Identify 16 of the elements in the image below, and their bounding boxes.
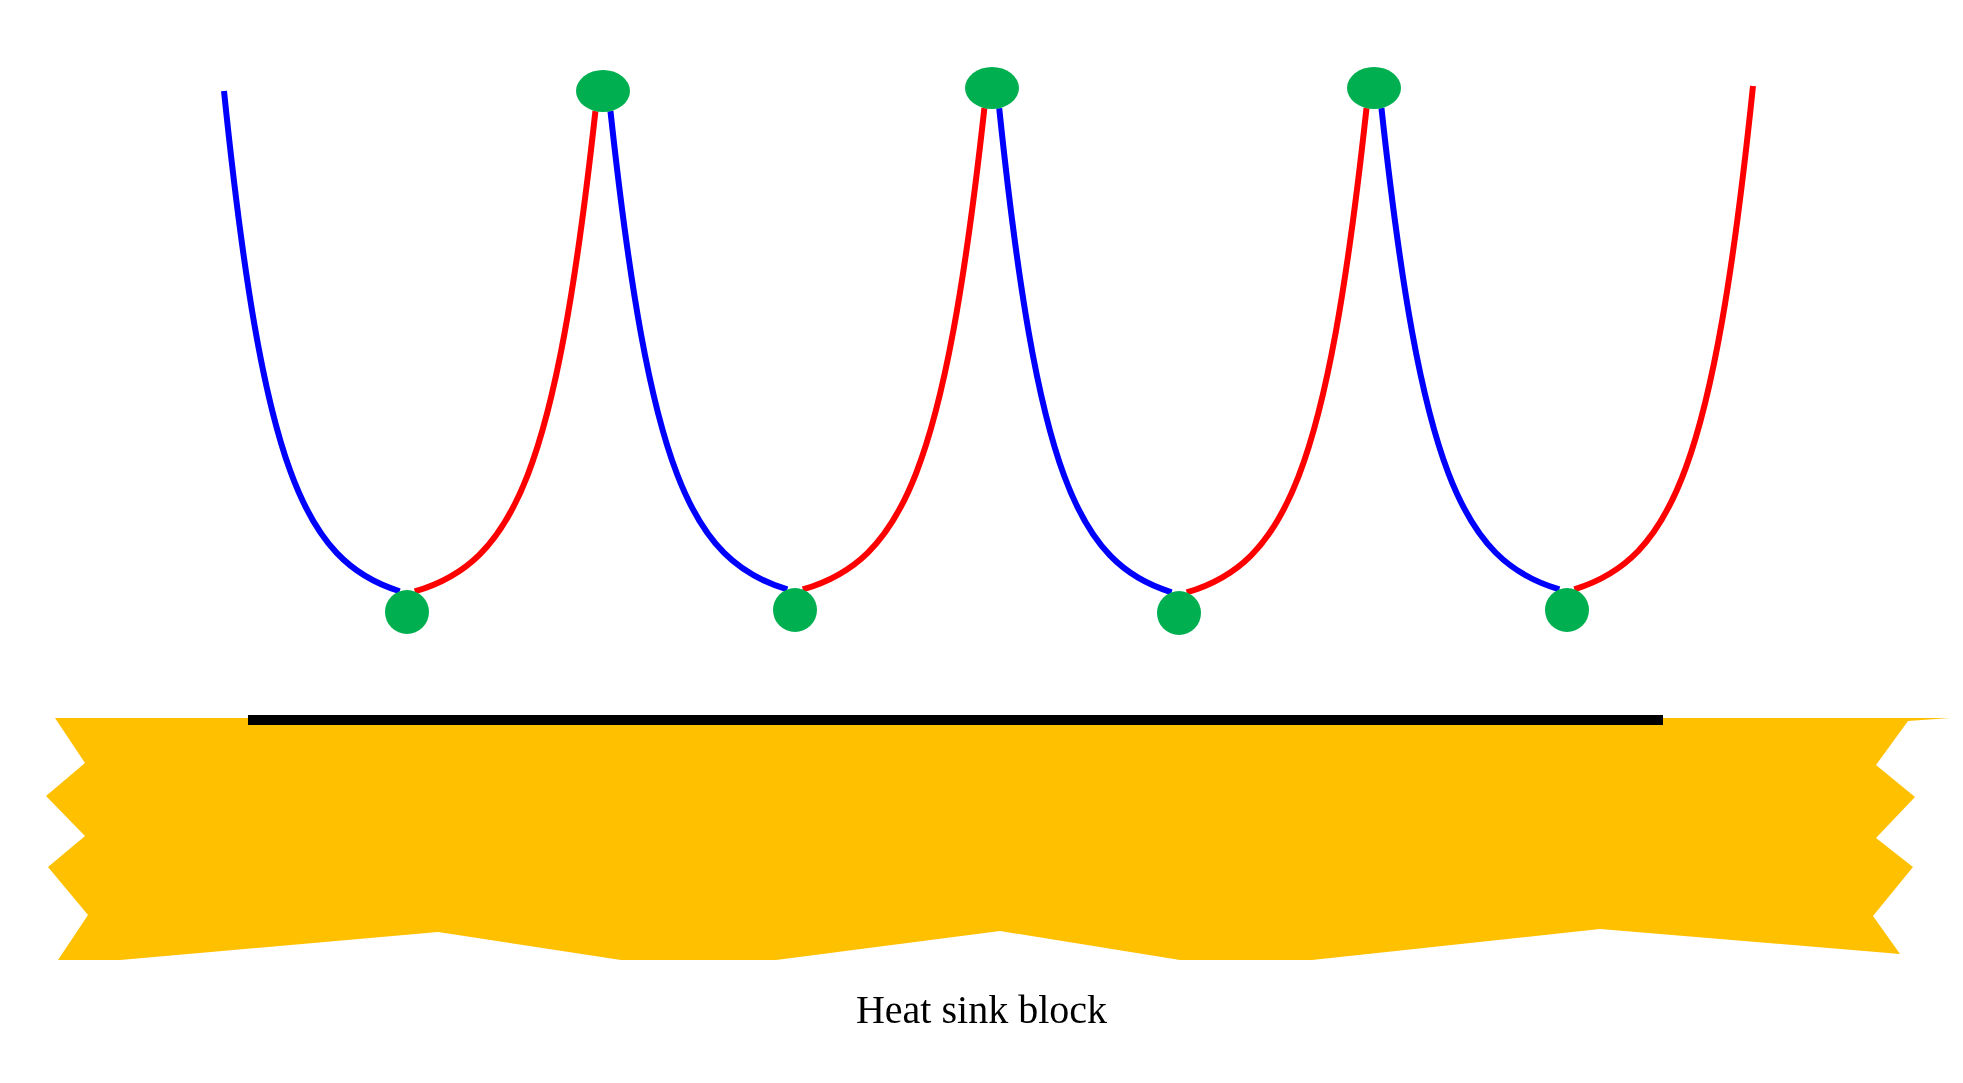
junction-dot [1347,67,1401,109]
conductor-leg [607,110,789,593]
junction-dot [1545,588,1589,632]
junction-dot [385,590,429,634]
junction-dot [965,67,1019,109]
conductor-leg [221,90,401,595]
conductor-leg [1378,107,1561,593]
junction-dot [773,588,817,632]
conductor-leg [1573,85,1756,593]
conductor-leg [801,107,988,593]
junction-dot [576,70,630,112]
conductor-leg [1185,107,1370,596]
junction-dot [1157,591,1201,635]
conductor-leg [996,107,1173,596]
conductor-leg [413,110,599,595]
block-label: Heat sink block [855,990,1108,1030]
